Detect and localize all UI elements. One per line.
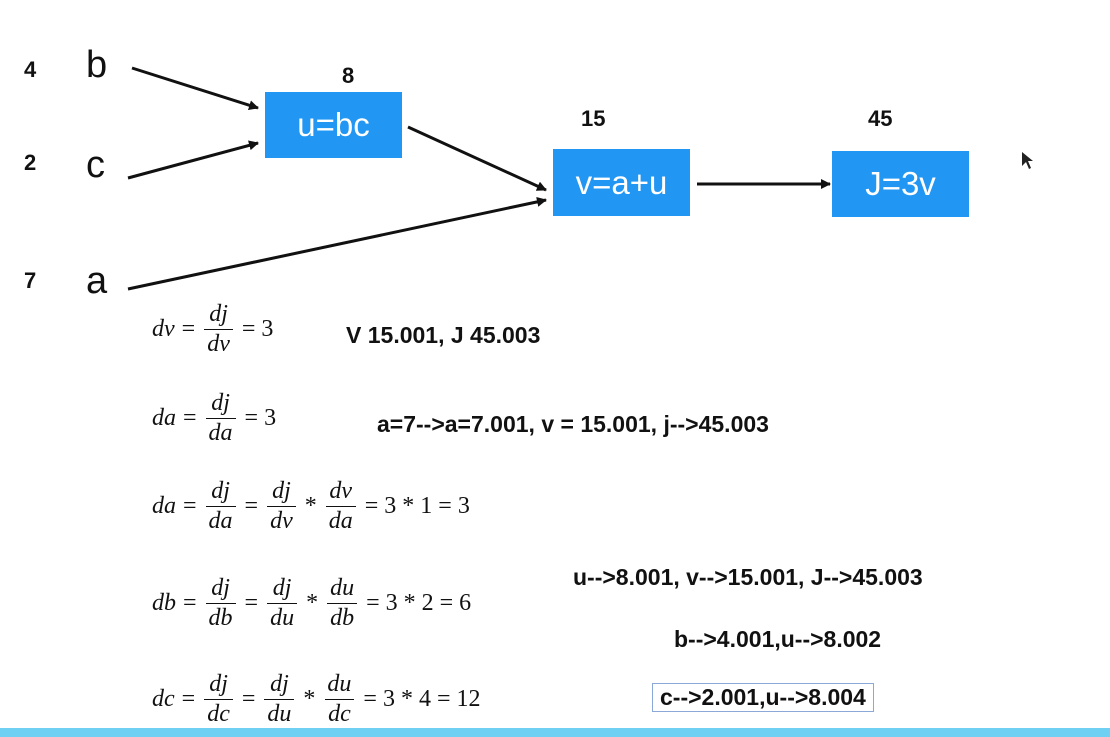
node-u-value: 8 — [342, 63, 355, 88]
note-dc-result[interactable]: c-->2.001,u-->8.004 — [652, 683, 874, 712]
mouse-cursor-icon — [1022, 152, 1033, 169]
arrow-a-to-v — [127, 196, 547, 291]
node-v-label: v=a+u — [575, 163, 668, 201]
node-j-box: J=3v — [832, 151, 969, 217]
node-j-label: J=3v — [865, 165, 936, 202]
note-da: a=7-->a=7.001, v = 15.001, j-->45.003 — [377, 411, 769, 437]
note-db-result: b-->4.001,u-->8.002 — [674, 626, 882, 652]
input-c-label: c — [86, 144, 105, 186]
arrow-u-to-v — [407, 125, 547, 192]
note-dv: V 15.001, J 45.003 — [346, 322, 541, 348]
input-c-value: 2 — [24, 150, 37, 175]
node-v-box: v=a+u — [553, 149, 690, 216]
bottom-bar — [0, 728, 1110, 737]
arrow-b-to-u — [131, 66, 259, 111]
note-db-forward: u-->8.001, v-->15.001, J-->45.003 — [573, 564, 923, 590]
arrow-c-to-u — [127, 140, 259, 180]
node-j-value: 45 — [868, 106, 893, 131]
input-b-value: 4 — [24, 57, 37, 82]
node-u-box: u=bc — [265, 92, 402, 158]
input-a-value: 7 — [24, 268, 37, 293]
input-b-label: b — [86, 44, 108, 86]
node-v-value: 15 — [581, 106, 606, 131]
input-a-label: a — [86, 260, 108, 302]
node-u-label: u=bc — [297, 106, 370, 143]
